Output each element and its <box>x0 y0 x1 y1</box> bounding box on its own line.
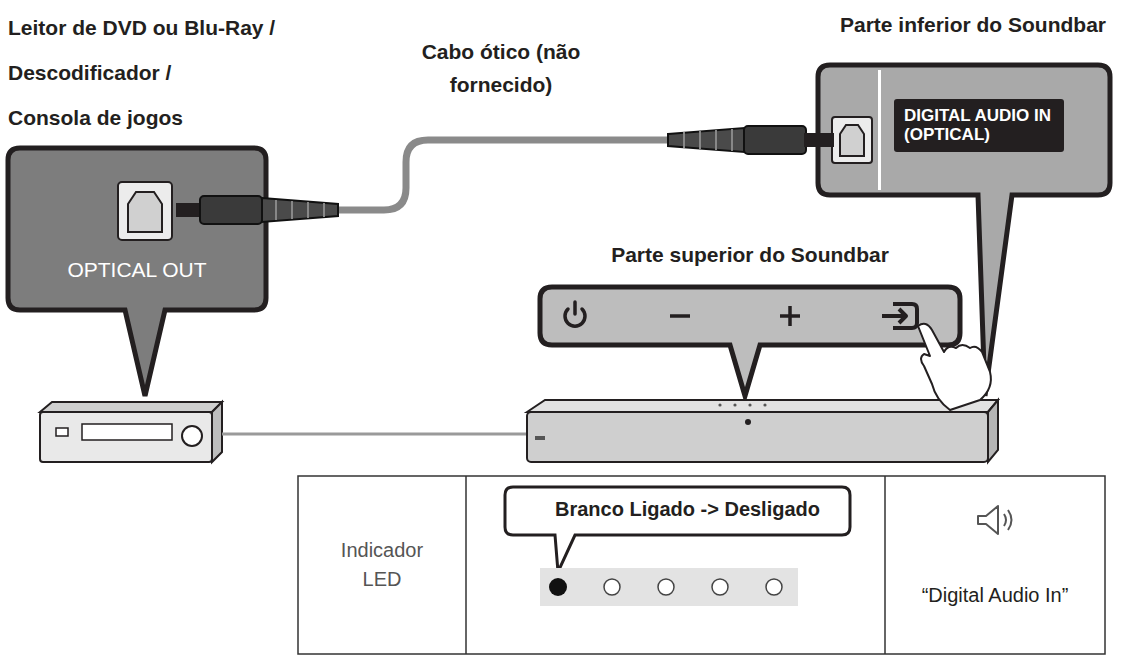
led-table <box>298 476 1105 654</box>
optical-plug <box>668 126 834 154</box>
power-icon <box>565 302 585 326</box>
bubble-text: Branco Ligado -> Desligado <box>505 498 870 521</box>
led-indicator <box>540 568 798 606</box>
input-icon <box>882 304 917 328</box>
optical-out-callout: OPTICAL OUT <box>8 148 266 310</box>
device-wire <box>222 433 527 436</box>
panel-divider <box>878 70 881 190</box>
volume-up-icon <box>780 306 800 326</box>
table-cell: “Digital Audio In” <box>890 584 1100 607</box>
device-heading: Consola de jogos <box>8 106 338 130</box>
volume-down-icon <box>670 314 690 318</box>
table-cell: Indicador LED <box>327 536 437 594</box>
dvd-player <box>40 402 222 462</box>
soundbar <box>527 400 998 462</box>
soundbar-bottom-callout: Parte inferior do SoundbarDIGITAL AUDIO … <box>818 65 1110 195</box>
led-bubble: Branco Ligado -> Desligado <box>505 487 870 535</box>
optical-port <box>118 182 172 240</box>
callout-shape <box>8 148 266 396</box>
optical-plug <box>176 196 338 224</box>
soundbar-top-callout: Parte superior do Soundbar <box>540 287 960 345</box>
device-heading: Descodificador / <box>8 61 338 85</box>
callout-shape <box>540 287 960 396</box>
cable-label: Cabo ótico (não fornecido) <box>416 36 586 101</box>
callout-heading: Parte superior do Soundbar <box>500 243 1000 267</box>
port-label: DIGITAL AUDIO IN (OPTICAL) <box>894 99 1064 152</box>
port-label: OPTICAL OUT <box>8 258 266 282</box>
optical-port <box>832 117 872 163</box>
pointing-hand <box>918 324 991 410</box>
device-heading: Leitor de DVD ou Blu-Ray / <box>8 16 338 40</box>
callout-heading: Parte inferior do Soundbar <box>840 13 1106 37</box>
speaker-icon <box>978 506 1012 534</box>
